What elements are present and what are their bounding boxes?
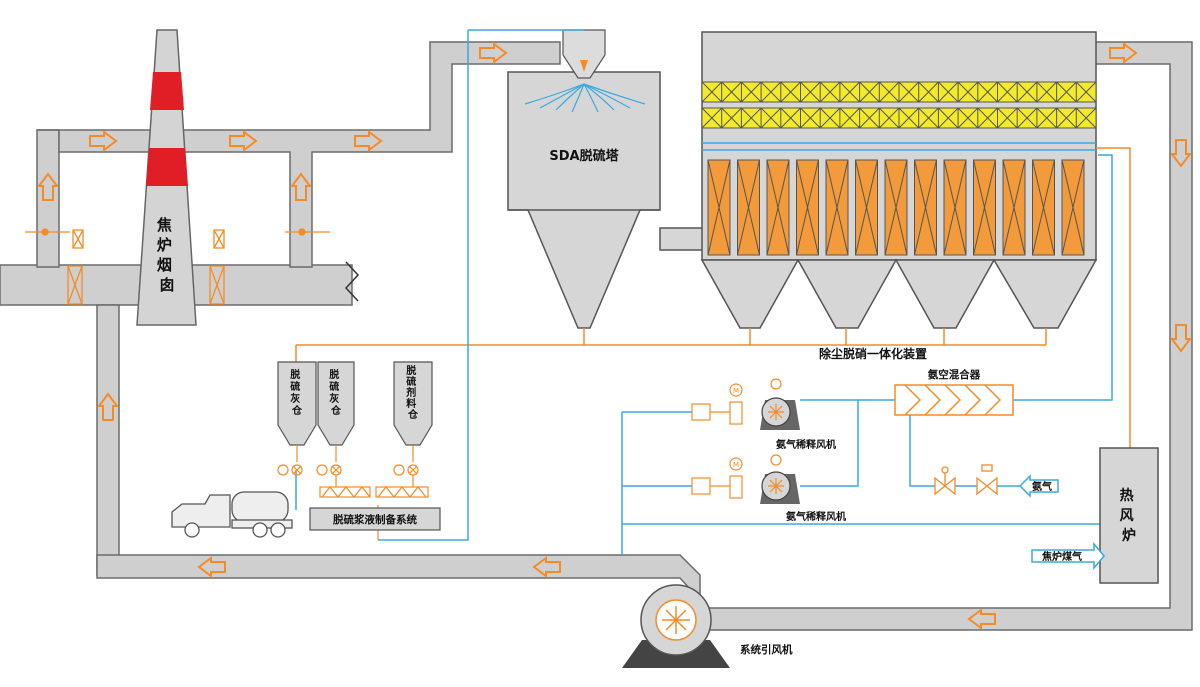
motor-icon	[393, 464, 405, 476]
svg-text:脱 硫 剂 料: 脱 硫 剂 料 仓	[405, 364, 419, 421]
silo-ash-2-label-3: 灰	[329, 392, 339, 405]
tower-connector	[659, 227, 706, 251]
chimney-label-3: 烟	[157, 256, 172, 274]
svg-text:脱 硫 灰 仓: 脱 硫 灰 仓	[329, 368, 342, 417]
silo-agent-label-5: 仓	[407, 408, 419, 421]
motor-icon	[729, 457, 743, 471]
svg-text:焦 炉 烟 囱: 焦 炉 烟 囱	[156, 216, 177, 294]
silo-ash-1-label-3: 灰	[290, 392, 300, 405]
silo-agent: 脱 硫 剂 料 仓	[393, 361, 433, 446]
silo-ash-2-label-2: 硫	[329, 380, 339, 393]
hopper-1	[700, 259, 800, 329]
ammonia-dilution-fan-1: M 氨气稀释风机	[691, 378, 836, 451]
filter-bags	[702, 142, 1096, 256]
furnace-label-2: 风	[1120, 508, 1134, 524]
silo-discharge-equipment	[277, 445, 429, 540]
valve-icon	[976, 476, 998, 496]
truck-icon	[171, 491, 293, 538]
hot-air-furnace: 热 风 炉	[1099, 447, 1159, 584]
motor-label: M	[733, 461, 739, 469]
slurry-and-air-lines	[295, 29, 1113, 555]
furnace-label-1: 热	[1120, 487, 1134, 504]
system-induced-draft-fan: 系统引风机	[622, 584, 793, 668]
motor-icon	[277, 464, 289, 476]
silo-ash-2: 脱 硫 灰 仓	[317, 361, 355, 446]
silo-ash-2-label-1: 脱	[329, 368, 339, 381]
ammonia-air-mixer: 氨空混合器	[894, 368, 1014, 416]
damper-icon	[213, 229, 225, 249]
motor-icon	[770, 454, 782, 466]
coke-oven-chimney: 焦 炉 烟 囱	[136, 29, 197, 326]
ammonia-valves	[934, 464, 998, 496]
bottom-return-duct	[96, 554, 701, 602]
coke-oven-gas-label: 焦炉煤气	[1041, 550, 1082, 563]
valve-icon	[291, 464, 303, 476]
motor-icon	[770, 378, 782, 390]
fan-2-label: 氨气稀释风机	[786, 510, 846, 523]
svg-text:热 风 炉: 热 风 炉	[1120, 487, 1139, 544]
chimney-label-4: 囱	[159, 276, 174, 294]
motor-icon	[316, 464, 328, 476]
slurry-preparation-system: 脱硫浆液制备系统	[309, 507, 441, 531]
fan-1-label: 氨气稀释风机	[776, 438, 836, 451]
sda-desulfurization-tower: SDA脱硫塔	[507, 29, 706, 329]
silo-ash-1: 脱 硫 灰 仓	[277, 361, 317, 446]
dampers	[25, 228, 330, 305]
sda-tower-label: SDA脱硫塔	[549, 148, 619, 164]
silo-agent-label-4: 料	[406, 397, 416, 410]
right-riser	[96, 304, 120, 576]
upper-bypass-duct	[37, 41, 561, 268]
chimney-label-1: 焦	[156, 216, 172, 234]
silo-ash-1-label-4: 仓	[291, 404, 303, 417]
silo-ash-2-label-4: 仓	[330, 404, 342, 417]
integrated-dust-denox-unit: 除尘脱硝一体化装置	[700, 31, 1098, 361]
chimney-label-2: 炉	[157, 236, 172, 254]
ammonia-feed-line	[909, 415, 1030, 487]
hopper-4	[992, 259, 1098, 329]
motor-icon	[729, 383, 743, 397]
integrated-unit-label: 除尘脱硝一体化装置	[819, 346, 927, 361]
silo-ash-1-label-1: 脱	[290, 368, 300, 381]
motor-label: M	[733, 387, 739, 395]
slurry-system-label: 脱硫浆液制备系统	[333, 513, 417, 526]
ammonia-label: 氨气	[1032, 480, 1052, 493]
damper-icon	[209, 265, 225, 305]
mixer-label: 氨空混合器	[928, 368, 981, 381]
ammonia-dilution-fan-2: M 氨气稀释风机	[691, 454, 846, 523]
left-bypass-riser	[36, 129, 60, 268]
catalyst-layers	[701, 81, 1097, 129]
hopper-3	[894, 259, 996, 329]
silo-ash-1-label-2: 硫	[290, 380, 300, 393]
ammonia-inlet-arrow: 氨气	[1018, 474, 1059, 498]
damper-icon	[72, 229, 84, 249]
system-fan-label: 系统引风机	[740, 643, 793, 656]
silo-agent-label-1: 脱	[406, 364, 416, 377]
damper-icon	[67, 265, 83, 305]
silo-agent-label-2: 硫	[406, 375, 416, 388]
spray-nozzle-icon	[562, 29, 606, 79]
furnace-label-3: 炉	[1122, 527, 1136, 544]
coke-oven-gas-inlet: 焦炉煤气	[1031, 541, 1105, 571]
silo-agent-label-3: 剂	[405, 386, 416, 399]
hopper-2	[796, 259, 898, 329]
ash-collection-line	[295, 147, 1131, 450]
svg-text:脱 硫 灰 仓: 脱 硫 灰 仓	[290, 368, 303, 417]
